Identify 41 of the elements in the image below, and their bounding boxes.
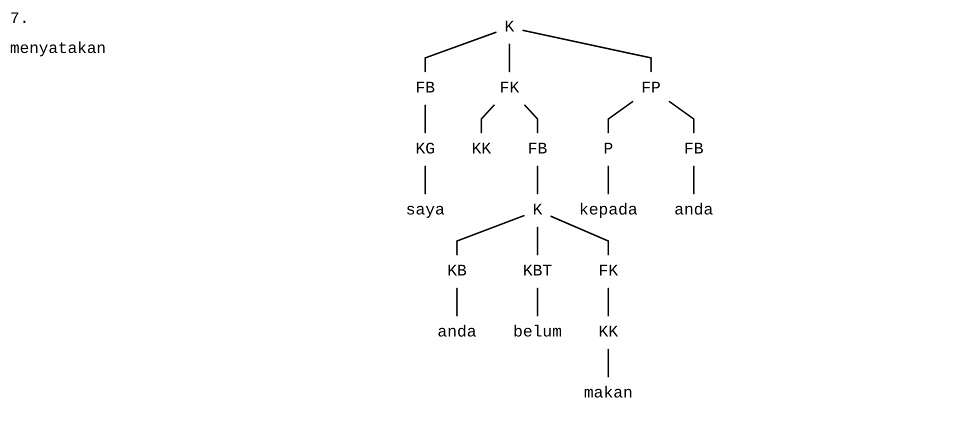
- connector: [524, 104, 538, 134]
- tree-label: menyatakan: [10, 40, 106, 58]
- node-text: K: [504, 18, 514, 37]
- connector: [424, 166, 426, 194]
- node-text: P: [603, 140, 614, 159]
- node-text: KK: [598, 323, 618, 342]
- node-text: FB: [415, 79, 435, 98]
- connector: [480, 104, 496, 134]
- node-text: KG: [415, 140, 435, 159]
- connector: [536, 226, 538, 256]
- node-text: K: [532, 201, 542, 220]
- connector: [608, 166, 610, 194]
- node-text: FP: [641, 79, 661, 98]
- node-text: FK: [500, 79, 520, 98]
- connector: [508, 44, 510, 72]
- node-text: FB: [684, 140, 704, 159]
- node-text: KK: [472, 140, 492, 159]
- node-text: KBT: [522, 262, 552, 281]
- node-text: anda: [674, 201, 714, 220]
- connector: [456, 214, 525, 256]
- node-text: belum: [513, 323, 562, 342]
- node-text: saya: [406, 201, 445, 220]
- connector: [668, 100, 695, 134]
- node-text: FB: [528, 140, 548, 159]
- connector: [608, 288, 610, 316]
- tree-label: 7.: [10, 10, 30, 28]
- node-text: makan: [584, 384, 633, 403]
- connector: [693, 166, 695, 194]
- connector: [608, 100, 634, 134]
- connector: [608, 348, 610, 378]
- node-text: FK: [598, 262, 618, 281]
- node-text: kepada: [579, 201, 638, 220]
- connector: [456, 288, 458, 316]
- node-text: KB: [447, 262, 467, 281]
- connector: [536, 166, 538, 194]
- connector: [536, 288, 538, 316]
- connector: [522, 29, 652, 72]
- connector: [424, 104, 426, 134]
- connector: [424, 31, 497, 72]
- connector: [550, 215, 610, 256]
- node-text: anda: [437, 323, 476, 342]
